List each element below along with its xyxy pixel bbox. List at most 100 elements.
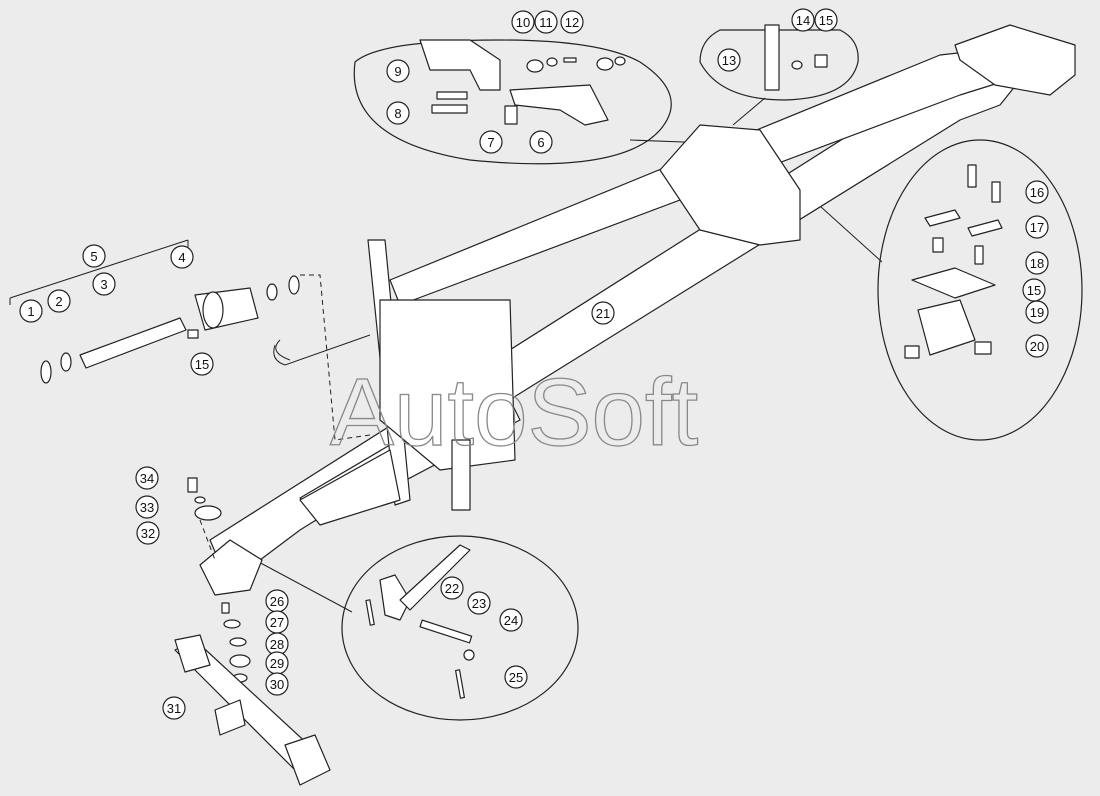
part-22-bracket [379, 574, 411, 621]
callout-31: 31 [162, 696, 186, 720]
callout-34: 34 [135, 466, 159, 490]
arm-clevis-start [174, 634, 211, 673]
part-34-bolt [187, 477, 198, 493]
part-17-shim [967, 219, 1003, 237]
part-7-spring [504, 105, 518, 125]
callout-circle [265, 672, 289, 696]
callout-number: 19 [1030, 305, 1044, 320]
callout-4: 4 [170, 245, 194, 269]
callout-number: 15 [819, 13, 833, 28]
callout-5: 5 [82, 244, 106, 268]
callout-number: 11 [539, 15, 553, 30]
callout-9: 9 [386, 59, 410, 83]
callout-6: 6 [529, 130, 553, 154]
callout-number: 14 [796, 13, 810, 28]
callout-number: 29 [270, 656, 284, 671]
callout-number: 3 [100, 277, 107, 292]
callout-number: 22 [445, 581, 459, 596]
callout-circle [791, 8, 815, 32]
part-1-ring [40, 360, 52, 384]
part-25-cotter [454, 669, 466, 699]
part-29-bushing [229, 654, 251, 668]
callout-22: 22 [440, 576, 464, 600]
callout-17: 17 [1025, 215, 1049, 239]
callout-circle [499, 608, 523, 632]
callout-14: 14 [791, 8, 815, 32]
part-26-bolt [221, 602, 230, 614]
callout-number: 8 [394, 106, 401, 121]
callout-23: 23 [467, 591, 491, 615]
callout-circle [814, 8, 838, 32]
part-2-washer [60, 352, 72, 372]
part-8-pin [431, 104, 468, 114]
part-23-pin [419, 619, 473, 644]
callout-circle [135, 466, 159, 490]
callout-13: 13 [717, 48, 741, 72]
callout-circle [19, 299, 43, 323]
part-14-nut [791, 60, 803, 70]
callout-circle [170, 245, 194, 269]
arm-clevis-end [284, 734, 331, 786]
callout-30: 30 [265, 672, 289, 696]
callout-24: 24 [499, 608, 523, 632]
bolt-upper-right [967, 164, 977, 188]
callout-circle [386, 59, 410, 83]
pin-left [365, 599, 375, 626]
part-20-gearbox [917, 299, 976, 356]
end-clevis [199, 539, 263, 596]
callout-10: 10 [511, 10, 535, 34]
callout-15: 15 [190, 352, 214, 376]
leader-top-right [732, 97, 766, 126]
callout-circle [136, 521, 160, 545]
callout-circle [82, 244, 106, 268]
gusset-plate [379, 299, 516, 471]
callout-32: 32 [136, 521, 160, 545]
head-bracket [954, 24, 1076, 96]
callout-20: 20 [1025, 334, 1049, 358]
callout-circle [534, 10, 558, 34]
spring-clip [273, 334, 371, 366]
assembly-guide-lower [199, 519, 216, 561]
callout-circle [1025, 300, 1049, 324]
part-15-bolt-left [187, 329, 199, 339]
callout-number: 15 [195, 357, 209, 372]
shim-a [924, 209, 961, 227]
callout-1: 1 [19, 299, 43, 323]
callout-number: 4 [178, 250, 185, 265]
detail-bubble-top-left [353, 39, 672, 165]
callout-number: 18 [1030, 256, 1044, 271]
callout-number: 6 [537, 135, 544, 150]
callout-28: 28 [265, 632, 289, 656]
part-8-pin-2 [436, 91, 468, 100]
part-28-washer [229, 637, 247, 647]
callout-33: 33 [135, 495, 159, 519]
callout-circle [92, 272, 116, 296]
callout-circle [1025, 334, 1049, 358]
callout-circle [440, 576, 464, 600]
callout-18: 18 [1025, 251, 1049, 275]
callout-15: 15 [814, 8, 838, 32]
leader-bottom [254, 559, 353, 613]
washer-b [596, 57, 614, 71]
callout-number: 16 [1030, 185, 1044, 200]
callout-12: 12 [560, 10, 584, 34]
callout-number: 1 [27, 304, 34, 319]
callout-number: 2 [55, 294, 62, 309]
washer-c [614, 56, 626, 66]
bolt-mid [932, 237, 944, 253]
callout-circle [135, 495, 159, 519]
callout-number: 28 [270, 637, 284, 652]
callout-circle [1025, 180, 1049, 204]
callout-number: 20 [1030, 339, 1044, 354]
side-plate [299, 449, 401, 526]
callout-number: 25 [509, 670, 523, 685]
part-18-bolt [974, 245, 984, 265]
callout-number: 21 [596, 306, 610, 321]
callout-circle [386, 101, 410, 125]
gearbox-shaft-right [974, 341, 992, 355]
callout-circle [511, 10, 535, 34]
callout-number: 34 [140, 471, 154, 486]
callout-number: 31 [167, 701, 181, 716]
callout-2: 2 [47, 289, 71, 313]
